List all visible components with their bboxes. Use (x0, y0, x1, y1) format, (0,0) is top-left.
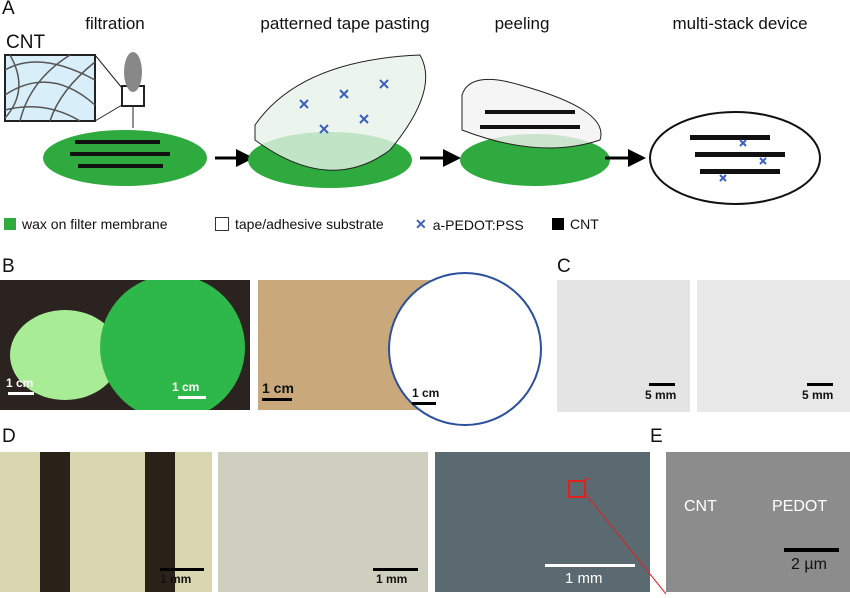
legend-item-wax: wax on filter membrane (4, 216, 168, 232)
scale-bar-label: 1 mm (160, 572, 192, 586)
legend-label: tape/adhesive substrate (235, 216, 384, 232)
panel-label-d: D (2, 426, 16, 447)
micrograph-d3: 1 mm (435, 452, 650, 592)
panel-label-e: E (650, 426, 663, 447)
panel-label-c: C (557, 256, 571, 277)
scale-bar-label: 5 mm (802, 388, 834, 402)
photo-b-green-membrane: 1 cm 1 cm (0, 280, 250, 410)
cnt-inset-label: CNT (6, 32, 46, 53)
photo-b-white-disc: 1 cm (388, 272, 542, 426)
scale-bar-label: 1 cm (262, 380, 294, 396)
sem-label-pedot: PEDOT (772, 498, 828, 515)
peeled-disc (460, 134, 610, 186)
photo-c-bent-device: 5 mm (697, 280, 850, 412)
photo-c-flat-device: 5 mm (557, 280, 690, 412)
micrograph-d2: 1 mm (218, 452, 428, 592)
sem-image-e: CNT PEDOT 2 µm (666, 452, 850, 592)
scale-bar-label: 5 mm (645, 388, 677, 402)
step-title-peeling: peeling (494, 14, 550, 33)
scale-bar-label: 1 mm (565, 570, 603, 587)
panel-label-b: B (2, 256, 15, 277)
process-schematic (4, 52, 821, 205)
scale-bar-label: 2 µm (791, 556, 827, 573)
black-square-icon (552, 218, 564, 230)
micrograph-d1: 1 mm (0, 452, 212, 592)
step-title-filtration: filtration (85, 14, 145, 33)
scale-bar-label: 1 cm (172, 380, 200, 394)
legend-item-cnt: CNT (552, 216, 599, 232)
green-square-icon (4, 218, 16, 230)
step-title-multistack: multi-stack device (672, 14, 808, 33)
zoom-callout-lines (583, 478, 667, 595)
cnt-inset (4, 52, 145, 128)
panel-label-a: A (2, 0, 15, 19)
legend-label: wax on filter membrane (22, 216, 168, 232)
legend-item-pedot: ✕ a-PEDOT:PSS (415, 216, 524, 233)
white-square-icon (215, 217, 229, 231)
step-title-tape-pasting: patterned tape pasting (260, 14, 430, 33)
scale-bar-label: 1 cm (6, 376, 34, 390)
legend-label: a-PEDOT:PSS (432, 216, 524, 233)
scale-bar-label: 1 cm (412, 386, 440, 400)
sem-label-cnt: CNT (684, 498, 717, 515)
blue-x-icon: ✕ (415, 216, 427, 232)
legend-label: CNT (570, 216, 599, 232)
scale-bar-label: 1 mm (376, 572, 408, 586)
multistack-device (649, 111, 821, 205)
filter-disc (43, 130, 207, 186)
legend-item-tape: tape/adhesive substrate (215, 216, 384, 232)
